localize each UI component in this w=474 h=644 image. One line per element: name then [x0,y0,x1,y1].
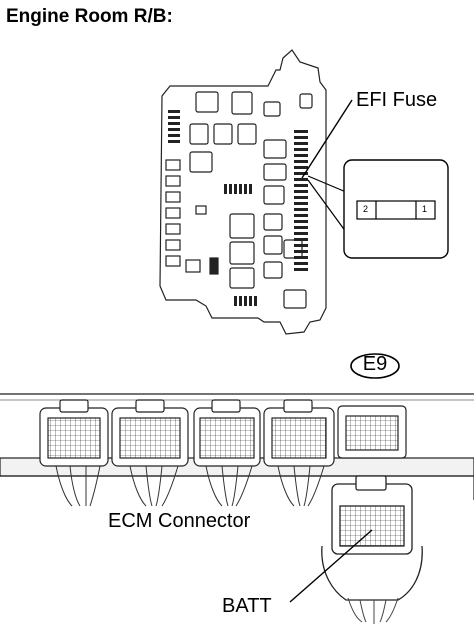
efi-fuse-label: EFI Fuse [356,89,438,111]
connector-code-badge [350,353,400,379]
fuse-terminal-1: 1 [422,204,428,214]
ecm-connector-label: ECM Connector [108,510,251,532]
connector-code-label: E9 [362,353,388,375]
ecm-connector-e9 [337,405,407,459]
batt-label: BATT [222,595,272,617]
batt-leader [289,529,373,603]
batt-terminal-callout [321,475,423,625]
relay-left-fuses [168,110,180,143]
relay-block [159,49,327,335]
ecm-connector-body [0,393,474,507]
fuse-terminal-2: 2 [363,204,369,214]
ecm-connector-a [39,399,109,467]
ecm-connector-d [263,399,335,467]
fuse-terminal-inset [343,159,449,259]
efi-fuse-leader [301,99,353,179]
ecm-connector-c [193,399,261,467]
relay-right-fuses [294,130,308,271]
ecm-connector-b [111,399,189,467]
diagram-title: Engine Room R/B: [6,6,173,27]
